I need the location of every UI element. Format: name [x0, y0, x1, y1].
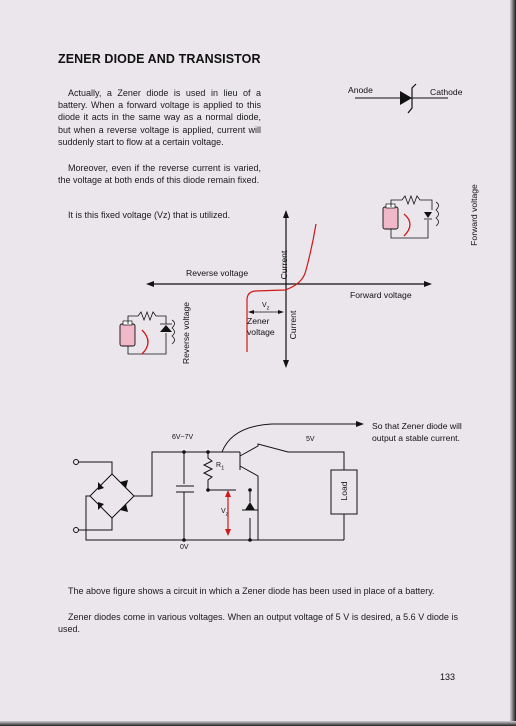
- page-edge-shadow: [510, 0, 516, 726]
- circuit-note-2: output a stable current.: [372, 433, 460, 443]
- r1-label: R1: [216, 462, 224, 471]
- output-voltage-label: 5V: [306, 436, 315, 443]
- reverse-voltage-label: Reverse voltage: [186, 268, 249, 278]
- page-title: ZENER DIODE AND TRANSISTOR: [58, 52, 261, 66]
- vz-graph-main: V: [262, 302, 267, 309]
- zener-voltage-label-1: Zener: [247, 316, 270, 326]
- page-bottom-shadow: [0, 721, 516, 726]
- load-label: Load: [339, 481, 349, 501]
- vz-circuit-sub: z: [225, 511, 229, 518]
- intro-paragraph-2: Moreover, even if the reverse current is…: [58, 163, 261, 186]
- r1-main: R: [216, 462, 222, 469]
- r1-sub: 1: [221, 465, 225, 472]
- circuit-note-1: So that Zener diode will: [372, 421, 462, 431]
- intro-paragraph-3: It is this fixed voltage (Vz) that is ut…: [68, 210, 231, 220]
- vz-circuit-label: Vz: [221, 508, 229, 517]
- cathode-label: Cathode: [430, 87, 463, 97]
- vz-graph-sub: z: [266, 305, 270, 312]
- vz-graph-label: Vz: [262, 302, 270, 311]
- zener-voltage-label-2: voltage: [247, 327, 275, 337]
- page-number: 133: [440, 672, 456, 682]
- ground-label: 0V: [180, 544, 189, 551]
- vz-circuit-main: V: [221, 508, 226, 515]
- intro-paragraph-1: Actually, a Zener diode is used in lieu …: [58, 88, 261, 147]
- outro-paragraph-1: The above figure shows a circuit in whic…: [68, 586, 435, 596]
- input-voltage-label: 6V~7V: [172, 434, 194, 441]
- outro-paragraph-2: Zener diodes come in various voltages. W…: [58, 612, 458, 635]
- anode-label: Anode: [348, 85, 373, 95]
- forward-voltage-label: Forward voltage: [350, 290, 412, 300]
